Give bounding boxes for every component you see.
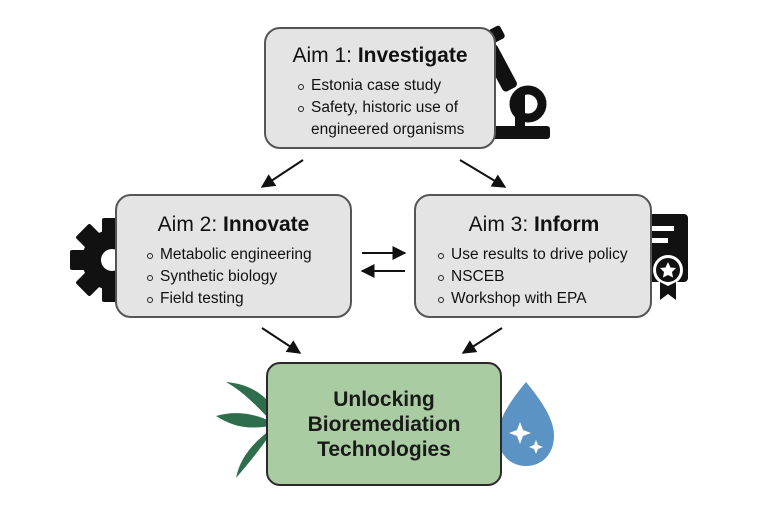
aim-1-list: Estonia case study Safety, historic use …: [298, 75, 482, 141]
aim-1-box: Aim 1: Investigate Estonia case study Sa…: [264, 27, 496, 149]
aim-3-title: Aim 3: Inform: [428, 212, 640, 238]
list-item: NSCEB: [438, 266, 640, 288]
outcome-box: Unlocking Bioremediation Technologies: [266, 362, 502, 486]
aim-2-name: Innovate: [223, 213, 310, 236]
list-item: Safety, historic use of: [298, 97, 482, 119]
arrow-aim3-to-outcome: [461, 327, 503, 354]
aim-2-prefix: Aim 2:: [157, 213, 223, 236]
aim-1-title: Aim 1: Investigate: [278, 43, 482, 69]
outcome-line-3: Technologies: [317, 437, 451, 461]
list-item: Field testing: [147, 288, 338, 310]
arrow-aim2-to-outcome: [261, 327, 302, 354]
list-item: Use results to drive policy: [438, 244, 640, 266]
aim-3-list: Use results to drive policy NSCEB Worksh…: [438, 244, 640, 310]
list-item: Estonia case study: [298, 75, 482, 97]
list-item: Workshop with EPA: [438, 288, 640, 310]
aim-2-list: Metabolic engineering Synthetic biology …: [147, 244, 338, 310]
aim-2-box: Aim 2: Innovate Metabolic engineering Sy…: [115, 194, 352, 318]
aim-2-title: Aim 2: Innovate: [129, 212, 338, 238]
aim-3-name: Inform: [534, 213, 600, 236]
outcome-line-2: Bioremediation: [307, 412, 461, 436]
list-item: engineered organisms: [311, 121, 465, 138]
aim-3-prefix: Aim 3:: [468, 213, 535, 236]
list-item: Metabolic engineering: [147, 244, 338, 266]
outcome-line-1: Unlocking: [333, 387, 435, 411]
arrow-aim1-to-aim2: [260, 159, 304, 188]
list-item: Synthetic biology: [147, 266, 338, 288]
arrow-aim1-to-aim3: [459, 159, 507, 188]
water-drop-icon: [498, 382, 554, 466]
aim-3-box: Aim 3: Inform Use results to drive polic…: [414, 194, 652, 318]
aim-1-prefix: Aim 1:: [292, 44, 358, 67]
aim-1-name: Investigate: [357, 44, 468, 67]
leaf-icon: [216, 382, 276, 478]
outcome-text: Unlocking Bioremediation Technologies: [308, 387, 461, 462]
